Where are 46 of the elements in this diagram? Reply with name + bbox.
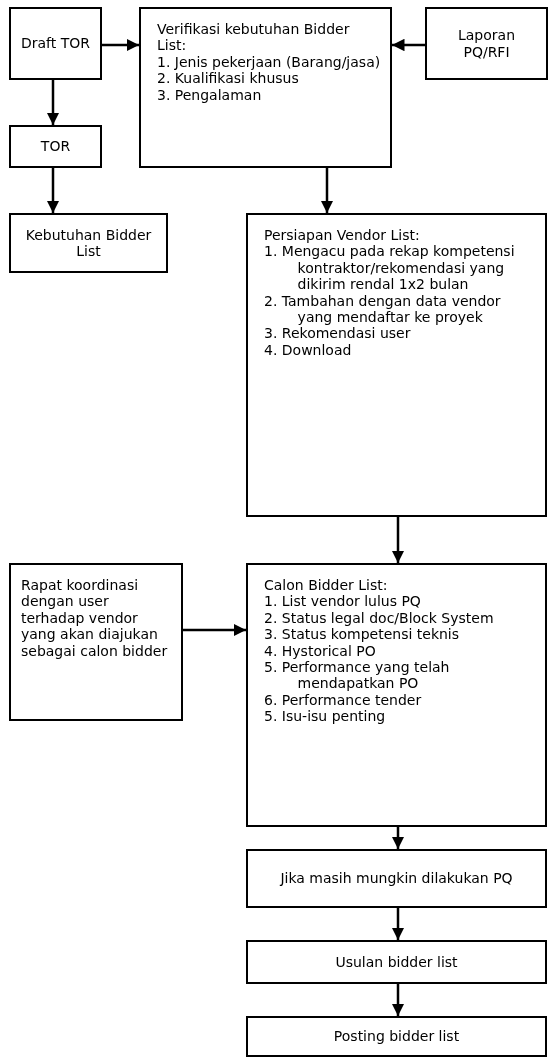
process-box <box>246 213 547 517</box>
process-box <box>9 7 102 80</box>
list-item: 5. Isu-isu penting <box>264 708 387 725</box>
list-item: 5. Performance yang telah mendapatkan PO <box>264 658 451 692</box>
list-item: 4. Download <box>264 341 353 358</box>
box-heading: Calon Bidder List: <box>264 577 389 594</box>
arrow <box>46 80 60 125</box>
process-box <box>246 563 547 827</box>
box-label: Kebutuhan Bidder List <box>24 226 153 260</box>
arrow <box>391 984 405 1016</box>
list-item: 3. Status kompetensi teknis <box>264 626 461 643</box>
process-box <box>9 125 102 168</box>
list-item: 2. Tambahan dengan data vendor yang mendaftar ke proyek <box>264 292 502 326</box>
list-item: 3. Rekomendasi user <box>264 325 412 342</box>
list-item: 4. Hystorical PO <box>264 642 377 659</box>
list-item: 6. Performance tender <box>264 691 423 708</box>
arrow <box>102 38 139 52</box>
process-box <box>9 213 168 273</box>
box-label: Jika masih mungkin dilakukan PQ <box>280 870 513 887</box>
list-item: 1. List vendor lulus PQ <box>264 593 422 610</box>
process-box <box>246 940 547 984</box>
arrow <box>391 827 405 849</box>
box-label: Posting bidder list <box>333 1028 460 1045</box>
list-item: 2. Kualifikasi khusus <box>157 70 300 87</box>
process-box <box>246 1016 547 1057</box>
box-heading: Verifikasi kebutuhan Bidder List: <box>157 21 351 54</box>
arrow <box>392 38 425 52</box>
arrow <box>391 908 405 940</box>
list-item: 3. Pengalaman <box>157 86 263 103</box>
arrow <box>46 168 60 213</box>
process-box <box>425 7 548 80</box>
process-box <box>9 563 183 721</box>
box-label: Draft TOR <box>20 35 90 52</box>
arrow <box>391 517 405 563</box>
list-item: 1. Mengacu pada rekap kompetensi kontraktor/rekomendasi yang dikirim rendal 1x2 bulan <box>264 243 516 293</box>
arrow <box>320 168 334 213</box>
box-label: Rapat koordinasi dengan user terhadap vendor yang akan diajukan sebagai calon bidder <box>21 577 169 659</box>
box-label: Usulan bidder list <box>335 953 458 971</box>
list-item: 2. Status legal doc/Block System <box>264 609 495 627</box>
arrow <box>183 623 246 637</box>
process-box <box>139 7 392 168</box>
box-label: Laporan PQ/RFI <box>456 27 516 60</box>
box-heading: Persiapan Vendor List: <box>264 227 421 244</box>
process-box <box>246 849 547 908</box>
list-item: 1. Jenis pekerjaan (Barang/jasa) <box>157 53 382 71</box>
box-label: TOR <box>40 138 71 155</box>
